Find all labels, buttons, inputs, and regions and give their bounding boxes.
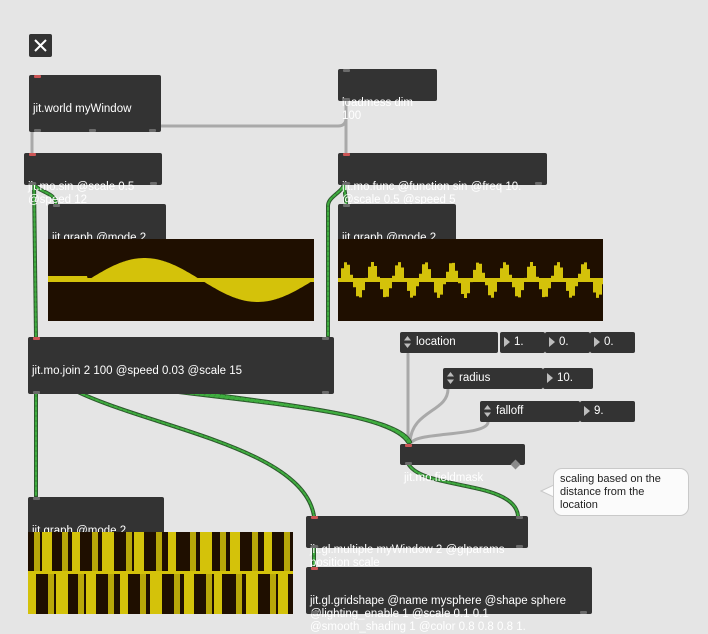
func-wave-display	[338, 239, 603, 321]
falloff-value: 9.	[594, 405, 604, 417]
jit-gl-multiple-object[interactable]: jit.gl.multiple myWindow 2 @glparams pos…	[306, 516, 528, 569]
jit-world-label: jit.world myWindow	[33, 103, 132, 115]
location-x-value: 1.	[514, 336, 524, 348]
location-y-number[interactable]: 0.	[545, 332, 590, 353]
loadmess-object[interactable]: loadmess dim 100	[338, 69, 437, 122]
jit-mo-sin-object[interactable]: jit.mo.sin @scale 0.5 @speed 12	[24, 153, 162, 206]
attr-arrows-icon	[484, 405, 491, 417]
attr-arrows-icon	[404, 336, 411, 348]
jit-gl-gridshape-label: jit.gl.gridshape @name mysphere @shape s…	[310, 595, 567, 633]
join-bars-display	[28, 532, 293, 614]
location-y-value: 0.	[559, 336, 569, 348]
toggle-close[interactable]	[29, 34, 52, 57]
location-x-number[interactable]: 1.	[500, 332, 545, 353]
comment-pointer	[540, 484, 556, 498]
jit-mo-fieldmask-label: jit.mo.fieldmask	[404, 472, 484, 484]
falloff-attr-menu[interactable]: falloff	[480, 401, 580, 422]
attr-arrows-icon	[447, 372, 454, 384]
radius-label: radius	[459, 372, 491, 384]
jit-mo-fieldmask-object[interactable]: jit.mo.fieldmask	[400, 444, 525, 484]
close-icon	[34, 39, 47, 52]
location-z-value: 0.	[604, 336, 614, 348]
cord-falloff-fieldmask	[410, 420, 490, 444]
fieldmask-comment: scaling based on the distance from the l…	[553, 468, 689, 516]
falloff-label: falloff	[496, 405, 524, 417]
jit-mo-func-object[interactable]: jit.mo.func @function sin @freq 10. @sca…	[338, 153, 547, 206]
jit-mo-join-object[interactable]: jit.mo.join 2 100 @speed 0.03 @scale 15	[28, 337, 334, 394]
jit-mo-join-label: jit.mo.join 2 100 @speed 0.03 @scale 15	[32, 365, 243, 377]
sine-wave-display	[48, 239, 314, 321]
jit-world-object[interactable]: jit.world myWindow	[29, 75, 161, 132]
jit-mo-func-label: jit.mo.func @function sin @freq 10. @sca…	[342, 181, 522, 206]
jit-gl-gridshape-object[interactable]: jit.gl.gridshape @name mysphere @shape s…	[306, 567, 592, 633]
radius-value: 10.	[557, 372, 573, 384]
radius-attr-menu[interactable]: radius	[443, 368, 543, 389]
cord-radius-fieldmask	[408, 387, 450, 444]
jit-gl-multiple-label: jit.gl.multiple myWindow 2 @glparams pos…	[310, 544, 505, 569]
location-attr-menu[interactable]: location	[400, 332, 498, 353]
jit-mo-sin-label: jit.mo.sin @scale 0.5 @speed 12	[28, 181, 135, 206]
location-label: location	[416, 336, 456, 348]
radius-number[interactable]: 10.	[543, 368, 593, 389]
falloff-number[interactable]: 9.	[580, 401, 635, 422]
comment-text: scaling based on the distance from the l…	[560, 473, 661, 511]
loadmess-label: loadmess dim 100	[342, 97, 413, 122]
location-z-number[interactable]: 0.	[590, 332, 635, 353]
